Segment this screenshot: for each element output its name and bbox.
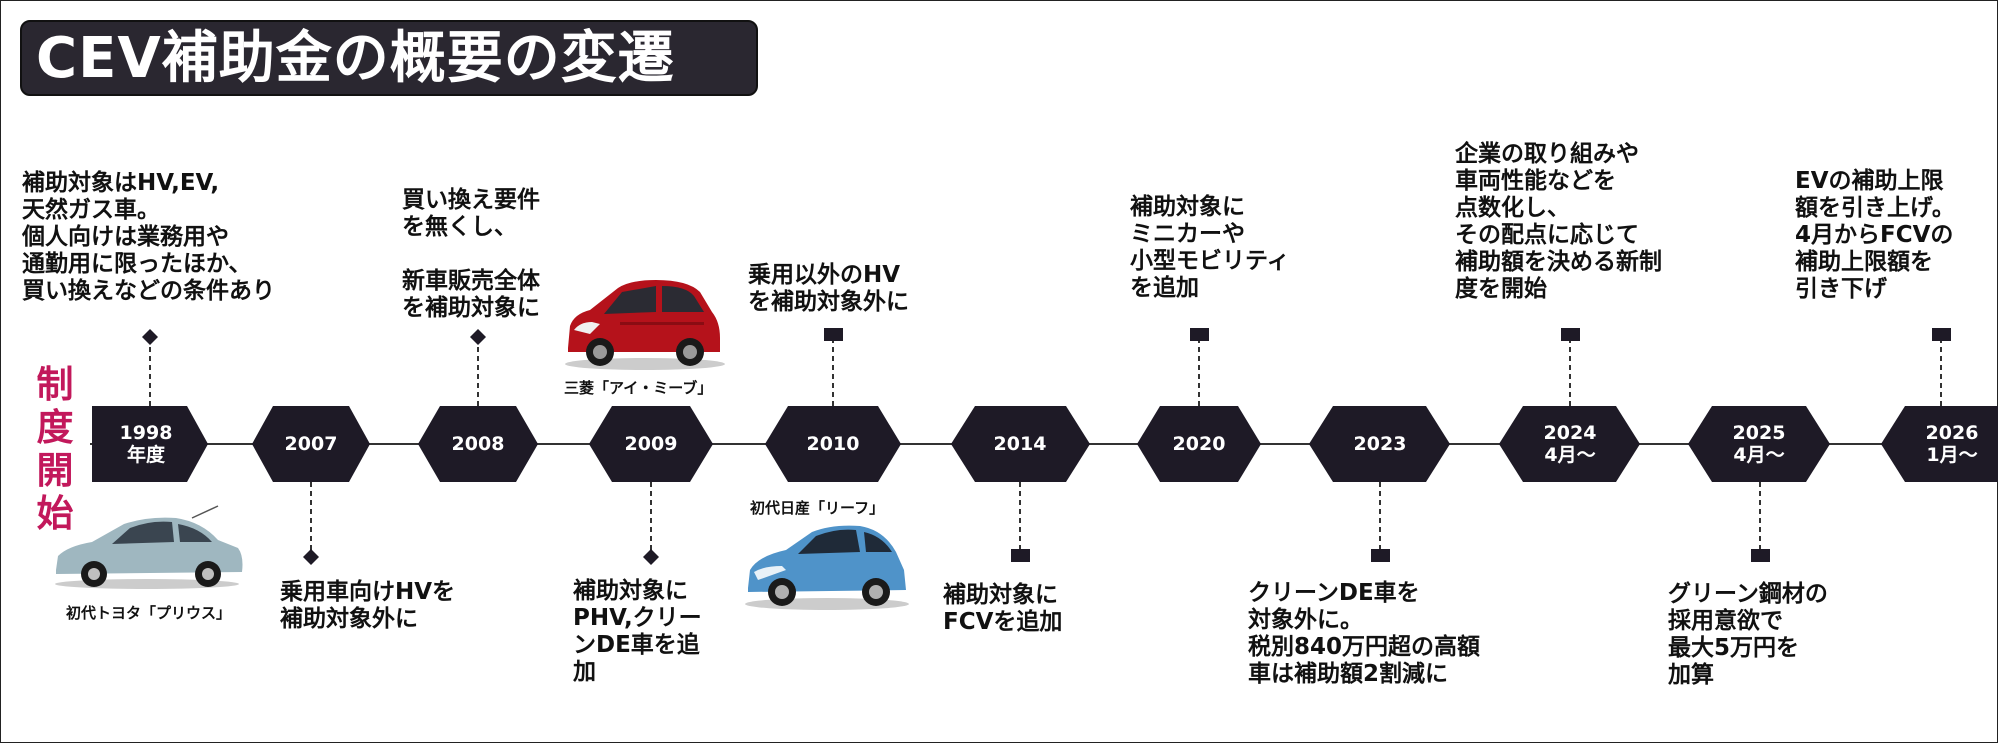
silver-sedan-icon — [55, 505, 243, 589]
milestone-1998: 1998 年度 — [119, 422, 173, 466]
note-2007: 乗用車向けHVを 補助対象外に — [280, 579, 456, 632]
milestone-2020: 2020 — [1172, 433, 1226, 455]
hexagon-2023 — [1309, 406, 1450, 482]
marker-square-2010 — [824, 328, 843, 341]
hexagon-2010 — [765, 406, 901, 482]
marker-square-2026 — [1932, 328, 1951, 341]
hexagon-2024 — [1499, 406, 1640, 482]
caption-mitsubishi: 三菱「アイ・ミーブ」 — [564, 379, 713, 397]
note-2008: 買い換え要件 を無くし、 新車販売全体 を補助対象に — [402, 187, 540, 321]
note-2024: 企業の取り組みや 車両性能などを 点数化し、 その配点に応じて 補助額を決める新… — [1455, 141, 1662, 302]
milestone-2008: 2008 — [451, 433, 505, 455]
markers — [142, 328, 1951, 565]
note-2026: EVの補助上限 額を引き上げ。 4月からFCVの 補助上限額を 引き下げ — [1795, 168, 1955, 302]
marker-square-2023 — [1371, 549, 1390, 562]
marker-diamond-2009 — [643, 549, 659, 565]
note-2010: 乗用以外のHV を補助対象外に — [748, 262, 909, 315]
note-1998: 補助対象はHV,EV, 天然ガス車。 個人向けは業務用や 通勤用に限ったほか、 … — [22, 170, 275, 304]
connectors-top — [149, 338, 1942, 408]
marker-square-2024 — [1561, 328, 1580, 341]
milestone-2023: 2023 — [1353, 433, 1407, 455]
milestone-2024: 2024 4月～ — [1543, 422, 1597, 466]
red-kei-car-icon — [565, 280, 725, 370]
hexagon-2014 — [951, 406, 1090, 482]
marker-diamond-2007 — [303, 549, 319, 565]
note-2009: 補助対象に PHV,クリー ンDE車を追 加 — [573, 578, 702, 685]
connectors-bottom — [310, 482, 1761, 552]
note-2025: グリーン鋼材の 採用意欲で 最大5万円を 加算 — [1668, 581, 1828, 688]
caption-nissan: 初代日産「リーフ」 — [750, 499, 885, 517]
marker-diamond-2008 — [470, 329, 486, 345]
marker-square-2025 — [1751, 549, 1770, 562]
blue-hatchback-icon — [745, 525, 909, 610]
caption-toyota: 初代トヨタ「プリウス」 — [66, 604, 232, 622]
note-2020: 補助対象に ミニカーや 小型モビリティ を追加 — [1130, 194, 1290, 301]
marker-square-2014 — [1011, 549, 1030, 562]
marker-diamond-1998 — [142, 329, 158, 345]
milestone-2007: 2007 — [284, 433, 338, 455]
side-label: 制度開始 — [36, 363, 74, 535]
hexagons — [92, 406, 1998, 482]
milestone-2014: 2014 — [993, 433, 1047, 455]
milestone-2025: 2025 4月～ — [1732, 422, 1786, 466]
marker-square-2020 — [1190, 328, 1209, 341]
hexagon-2020 — [1137, 406, 1261, 482]
hexagon-2008 — [418, 406, 538, 482]
hexagon-2025 — [1688, 406, 1830, 482]
milestone-2026: 2026 1月～ — [1925, 422, 1979, 466]
hexagon-2007 — [252, 406, 370, 482]
title-banner: CEV補助金の概要の変遷 — [20, 20, 758, 96]
milestone-2009: 2009 — [624, 433, 678, 455]
hexagon-1998 — [92, 406, 208, 482]
hexagon-2009 — [589, 406, 713, 482]
hexagon-2026 — [1881, 406, 1998, 482]
note-2014: 補助対象に FCVを追加 — [943, 582, 1063, 635]
page-title: CEV補助金の概要の変遷 — [36, 26, 675, 91]
note-2023: クリーンDE車を 対象外に。 税別840万円超の高額 車は補助額2割減に — [1248, 580, 1481, 687]
milestone-2010: 2010 — [806, 433, 860, 455]
